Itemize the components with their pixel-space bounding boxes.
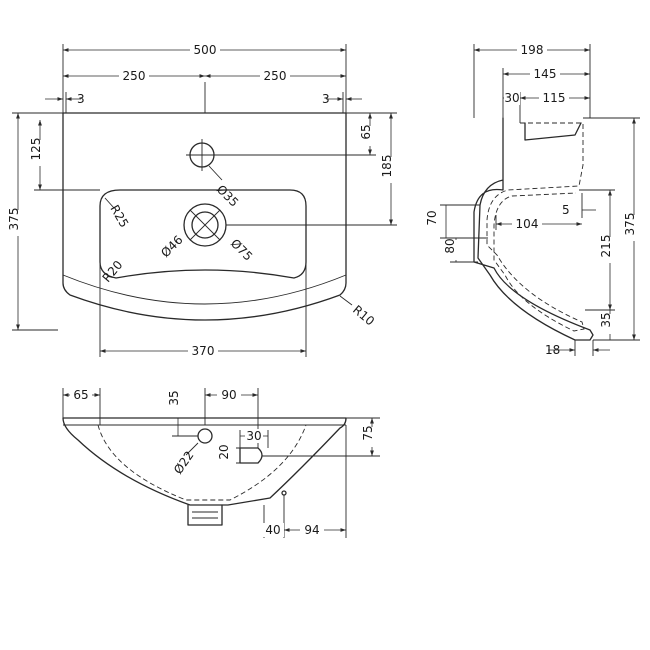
label-40: 40 <box>265 523 280 537</box>
label-80: 80 <box>443 238 457 253</box>
label-waste-outer: Ø75 <box>228 236 255 263</box>
label-250-right: 250 <box>264 69 287 83</box>
label-215: 215 <box>599 235 613 258</box>
label-65-front: 65 <box>73 388 88 402</box>
label-104: 104 <box>516 217 539 231</box>
label-3-right: 3 <box>322 92 330 106</box>
label-r10: R10 <box>350 303 377 329</box>
label-94: 94 <box>304 523 319 537</box>
label-198: 198 <box>521 43 544 57</box>
label-18: 18 <box>545 343 560 357</box>
basin-outline <box>62 112 347 321</box>
label-waste-inner: Ø46 <box>158 233 185 260</box>
label-250-left: 250 <box>123 69 146 83</box>
label-125: 125 <box>29 138 43 161</box>
overflow-slot <box>239 447 263 464</box>
waste-outlet <box>187 504 223 526</box>
top-view: 500 250 250 3 3 375 125 65 185 <box>7 43 401 358</box>
rim-step <box>524 122 582 141</box>
label-70: 70 <box>425 210 439 225</box>
side-profile <box>473 117 594 341</box>
label-35-front: 35 <box>167 390 181 405</box>
label-500: 500 <box>194 43 217 57</box>
label-20: 20 <box>217 444 231 459</box>
label-75: 75 <box>361 425 375 440</box>
side-inner <box>486 122 585 332</box>
label-waste-hole: Ø22 <box>171 448 197 476</box>
tap-hole-front <box>197 428 213 444</box>
side-view: 198 145 30 115 375 215 35 5 104 <box>425 43 644 357</box>
label-90: 90 <box>221 388 236 402</box>
label-r25: R25 <box>107 203 131 230</box>
tap-hole <box>186 139 218 171</box>
label-35-side: 35 <box>599 312 613 327</box>
label-145: 145 <box>534 67 557 81</box>
label-5: 5 <box>562 203 570 217</box>
front-view: 65 90 35 Ø22 30 20 75 40 9 <box>62 388 382 538</box>
waste-hole <box>183 203 227 247</box>
label-30-side: 30 <box>504 91 519 105</box>
label-370: 370 <box>192 344 215 358</box>
label-185: 185 <box>380 155 394 178</box>
front-inner <box>97 424 307 501</box>
label-30-front: 30 <box>246 429 261 443</box>
bowl-outline <box>99 189 307 279</box>
label-3-left: 3 <box>77 92 85 106</box>
label-375-side: 375 <box>623 213 637 236</box>
label-375: 375 <box>7 208 21 231</box>
label-65-right: 65 <box>359 124 373 139</box>
front-outline <box>62 417 347 506</box>
label-tap-hole: Ø35 <box>214 182 241 209</box>
label-115: 115 <box>543 91 566 105</box>
label-r20: R20 <box>100 258 126 285</box>
